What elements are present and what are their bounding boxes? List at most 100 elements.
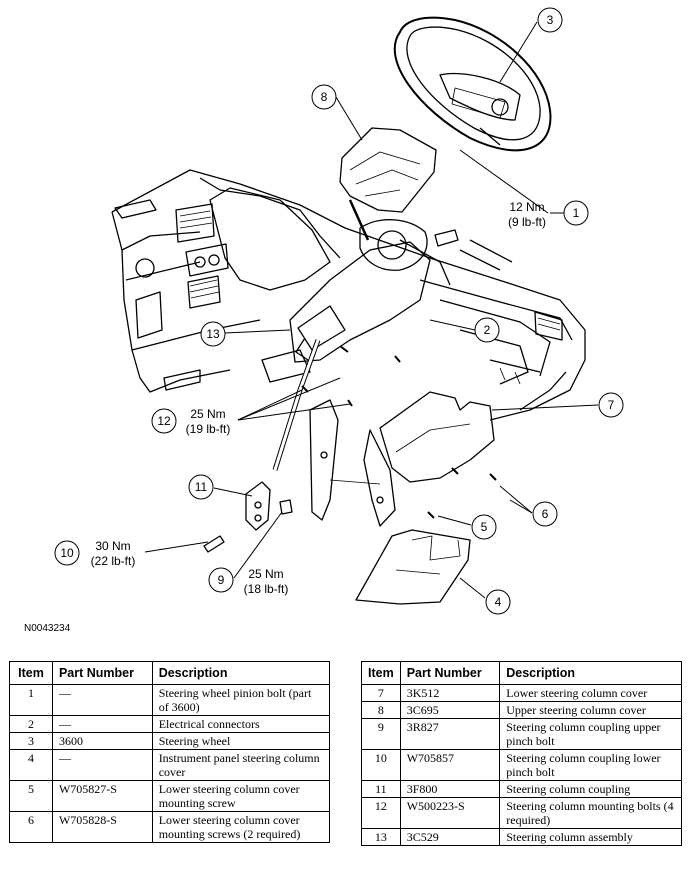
parts-table-left: Item Part Number Description 1—Steering … — [9, 661, 331, 843]
parts-table-left-body: 1—Steering wheel pinion bolt (part of 36… — [9, 684, 331, 843]
callout-circle-5 — [471, 514, 497, 540]
description-cell: Steering wheel pinion bolt (part of 3600… — [151, 684, 331, 716]
header-part-number: Part Number — [399, 661, 501, 685]
torque-9-nm: 25 Nm — [248, 567, 283, 581]
coupling-drawing — [203, 481, 293, 553]
torque-1-lbft: (9 lb-ft) — [508, 215, 546, 229]
header-item: Item — [9, 661, 53, 685]
callout-circle-7 — [598, 392, 624, 418]
item-cell: 12 — [361, 797, 401, 829]
description-cell: Steering column mounting bolts (4 requir… — [499, 797, 682, 829]
torque-1-nm: 12 Nm — [509, 200, 544, 214]
instrument-panel-cover-drawing — [355, 529, 471, 605]
part-number-cell: 3K512 — [399, 684, 501, 702]
description-cell: Steering column coupling — [499, 780, 682, 798]
torque-10-nm: 30 Nm — [95, 539, 130, 553]
lower-column-cover-drawing — [379, 391, 497, 519]
torque-10-lbft: (22 lb-ft) — [91, 554, 136, 568]
table-row: 4—Instrument panel steering column cover — [9, 749, 331, 781]
table-header-row: Item Part Number Description — [361, 661, 682, 685]
callout-number-7: 7 — [608, 398, 615, 412]
part-number-cell: 3R827 — [399, 718, 501, 750]
description-cell: Upper steering column cover — [499, 701, 682, 719]
part-number-cell: 3C529 — [399, 828, 501, 846]
steering-wheel-drawing — [393, 16, 552, 152]
item-cell: 8 — [361, 701, 401, 719]
description-cell: Steering column assembly — [499, 828, 682, 846]
torque-12-nm: 25 Nm — [190, 407, 225, 421]
callout-circle-10 — [54, 540, 80, 566]
part-number-cell: W705828-S — [51, 811, 153, 843]
item-cell: 10 — [361, 749, 401, 781]
steering-column-drawing — [272, 199, 459, 471]
callout-circle-13 — [200, 321, 226, 347]
header-item: Item — [361, 661, 401, 685]
description-cell: Steering wheel — [151, 732, 331, 750]
upper-column-cover-drawing — [339, 127, 437, 213]
part-number-cell: W500223-S — [399, 797, 501, 829]
callout-number-11: 11 — [195, 480, 208, 494]
item-cell: 5 — [9, 780, 53, 812]
torque-12-lbft: (19 lb-ft) — [186, 422, 231, 436]
table-header-row: Item Part Number Description — [9, 661, 331, 685]
callout-number-4: 4 — [495, 595, 502, 609]
callout-number-10: 10 — [60, 546, 74, 560]
callout-number-1: 1 — [573, 206, 580, 220]
item-cell: 11 — [361, 780, 401, 798]
table-row: 2—Electrical connectors — [9, 715, 331, 733]
callout-circle-4 — [485, 589, 511, 615]
part-number-cell: — — [51, 715, 153, 733]
exploded-view-diagram: 1 2 3 4 5 6 7 8 9 10 11 12 13 12 Nm (9 l… — [54, 7, 624, 615]
callout-number-9: 9 — [218, 573, 225, 587]
item-cell: 2 — [9, 715, 53, 733]
callout-circle-3 — [537, 7, 563, 33]
callout-number-3: 3 — [547, 13, 554, 27]
part-number-cell: — — [51, 684, 153, 716]
callout-circle-2 — [474, 317, 500, 343]
header-part-number: Part Number — [51, 661, 153, 685]
description-cell: Lower steering column cover — [499, 684, 682, 702]
part-number-cell: 3600 — [51, 732, 153, 750]
description-cell: Instrument panel steering column cover — [151, 749, 331, 781]
item-cell: 1 — [9, 684, 53, 716]
callout-number-5: 5 — [481, 520, 488, 534]
callout-circle-9 — [208, 567, 234, 593]
item-cell: 3 — [9, 732, 53, 750]
item-cell: 4 — [9, 749, 53, 781]
callout-number-6: 6 — [542, 507, 549, 521]
description-cell: Lower steering column cover mounting scr… — [151, 811, 331, 843]
callout-circle-1 — [563, 200, 589, 226]
callout-circle-12 — [151, 408, 177, 434]
figure-id: N0043234 — [24, 623, 71, 634]
description-cell: Steering column coupling lower pinch bol… — [499, 749, 682, 781]
description-cell: Steering column coupling upper pinch bol… — [499, 718, 682, 750]
part-number-cell: 3C695 — [399, 701, 501, 719]
torque-9-lbft: (18 lb-ft) — [244, 582, 289, 596]
callout-number-13: 13 — [206, 327, 220, 341]
callout-circle-8 — [311, 84, 337, 110]
callout-number-2: 2 — [484, 323, 491, 337]
description-cell: Electrical connectors — [151, 715, 331, 733]
callout-circle-6 — [532, 501, 558, 527]
item-cell: 7 — [361, 684, 401, 702]
header-description: Description — [499, 661, 682, 685]
part-number-cell: 3F800 — [399, 780, 501, 798]
support-bracket-drawing — [309, 399, 396, 527]
part-number-cell: W705857 — [399, 749, 501, 781]
item-cell: 13 — [361, 828, 401, 846]
callout-number-12: 12 — [157, 414, 171, 428]
item-cell: 9 — [361, 718, 401, 750]
header-description: Description — [151, 661, 331, 685]
item-cell: 6 — [9, 811, 53, 843]
